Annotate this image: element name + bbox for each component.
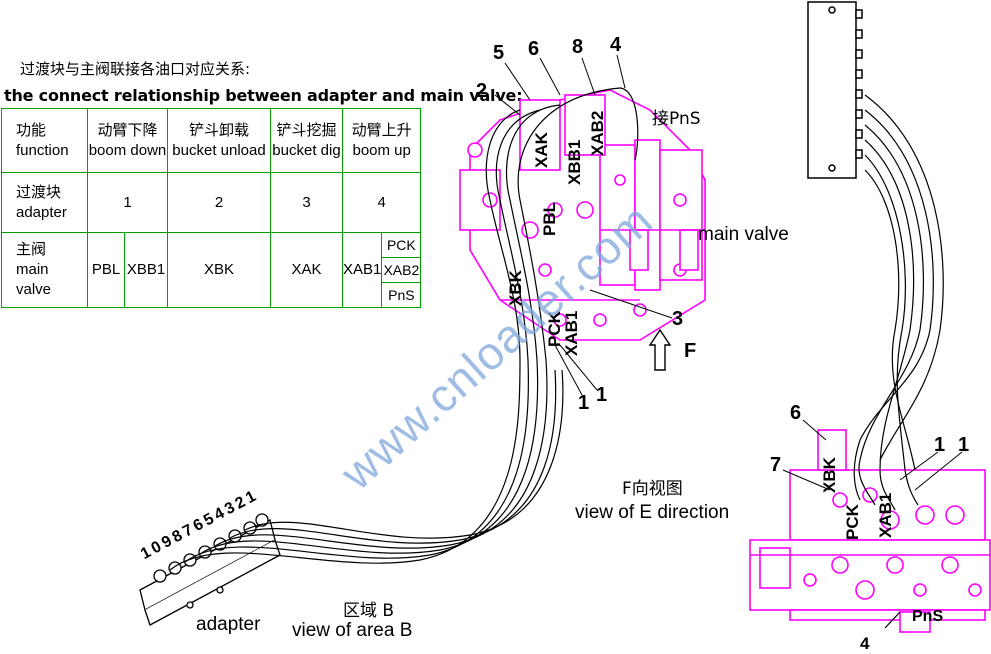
callout-4: 4 bbox=[610, 34, 622, 56]
table-cell-boom-down: 动臂下降 boom down bbox=[87, 108, 168, 173]
port-label-xbk-right: XBK bbox=[820, 457, 839, 493]
port-mapping-table: 功能 function 动臂下降 boom down 铲斗卸载 bucket u… bbox=[1, 108, 422, 308]
label-pns-bottom: PnS bbox=[912, 608, 944, 625]
table-cell: PnS bbox=[381, 282, 422, 308]
callout-3: 3 bbox=[672, 308, 684, 330]
cell-en: boom down bbox=[88, 141, 167, 159]
leader-lines bbox=[494, 54, 963, 491]
callout-1b: 1 bbox=[596, 384, 608, 406]
f-arrow bbox=[648, 328, 672, 371]
table-header-adapter: 过渡块 adapter bbox=[1, 172, 88, 233]
port-label-xab1-right: XAB1 bbox=[876, 492, 895, 538]
callout-8: 8 bbox=[572, 36, 584, 58]
adapter-block bbox=[139, 513, 281, 626]
cell-label-en: main valve bbox=[16, 261, 52, 298]
main-valve-body bbox=[459, 89, 706, 341]
label-f-arrow: F bbox=[684, 340, 697, 362]
table-cell: 1 bbox=[87, 172, 168, 233]
label-area-cn: 区域 B bbox=[343, 601, 395, 621]
port-label-xak: XAK bbox=[532, 132, 551, 168]
port-label-pck-right: PCK bbox=[843, 504, 862, 540]
callout-right-7: 7 bbox=[770, 454, 782, 476]
callout-right-4: 4 bbox=[860, 634, 870, 653]
cell-cn: 铲斗挖掘 bbox=[276, 121, 337, 139]
table-cell: XAB2 bbox=[381, 257, 422, 283]
callout-5: 5 bbox=[493, 42, 505, 64]
cell-cn: 动臂下降 bbox=[97, 121, 158, 139]
port-label-xbb1: XBB1 bbox=[565, 139, 584, 185]
title-english: the connect relationship between adapter… bbox=[4, 86, 523, 105]
f-view-valve bbox=[749, 429, 991, 633]
table-cell-boom-up: 动臂上升 boom up bbox=[341, 108, 422, 173]
label-adapter: adapter bbox=[196, 614, 261, 635]
cell-cn: 铲斗卸载 bbox=[188, 121, 249, 139]
table-row-main-valve-2: XAB2 bbox=[2, 257, 422, 283]
cell-label-cn: 主阀 bbox=[16, 241, 47, 258]
label-area-en: view of area B bbox=[292, 620, 413, 641]
table-row-main-valve-3: PnS bbox=[2, 282, 422, 308]
table-row-adapter: 过渡块 adapter 1 2 3 4 bbox=[1, 172, 422, 233]
cell-en: boom up bbox=[352, 141, 411, 159]
table-cell-bucket-unload: 铲斗卸载 bucket unload bbox=[167, 108, 271, 173]
table-cell: XBB1 bbox=[124, 232, 168, 308]
table-header-function: 功能 function bbox=[1, 108, 88, 173]
cell-label-en: function bbox=[16, 141, 69, 159]
port-label-pbl: PBL bbox=[540, 202, 559, 236]
table-cell: XBK bbox=[167, 232, 271, 308]
port-label-xab2: XAB2 bbox=[588, 110, 607, 156]
label-f-view-cn: F向视图 bbox=[622, 479, 683, 499]
cell-en: bucket dig bbox=[272, 141, 341, 159]
cell-label-en: adapter bbox=[16, 203, 67, 221]
label-jie-pns: 接PnS bbox=[652, 109, 701, 129]
callout-2: 2 bbox=[476, 80, 488, 102]
callout-6: 6 bbox=[528, 38, 540, 60]
table-cell: 2 bbox=[167, 172, 271, 233]
hydraulic-hoses bbox=[169, 87, 944, 629]
callout-right-6: 6 bbox=[790, 402, 802, 424]
cell-en: bucket unload bbox=[172, 141, 266, 159]
callout-right-1a: 1 bbox=[934, 434, 946, 456]
table-row-main-valve: 主阀 main valve PBL XBB1 XBK XAK XAB1 PCK bbox=[1, 232, 422, 308]
table-header-main-valve: 主阀 main valve bbox=[1, 232, 88, 308]
label-f-view-en: view of E direction bbox=[575, 502, 730, 523]
cell-cn: 动臂上升 bbox=[351, 121, 412, 139]
table-cell: PBL bbox=[87, 232, 125, 308]
table-cell: XAK bbox=[270, 232, 343, 308]
table-cell-bucket-dig: 铲斗挖掘 bucket dig bbox=[270, 108, 343, 173]
cell-label-cn: 过渡块 bbox=[16, 183, 62, 201]
table-cell: XAB1 bbox=[341, 232, 383, 308]
table-row-function: 功能 function 动臂下降 boom down 铲斗卸载 bucket u… bbox=[1, 108, 422, 173]
label-main-valve: main valve bbox=[698, 224, 789, 245]
cell-label-cn: 功能 bbox=[16, 121, 47, 139]
title-chinese: 过渡块与主阀联接各油口对应关系: bbox=[20, 60, 251, 78]
callout-1a: 1 bbox=[578, 392, 590, 414]
upper-right-block bbox=[807, 1, 863, 179]
callout-right-1b: 1 bbox=[958, 434, 970, 456]
